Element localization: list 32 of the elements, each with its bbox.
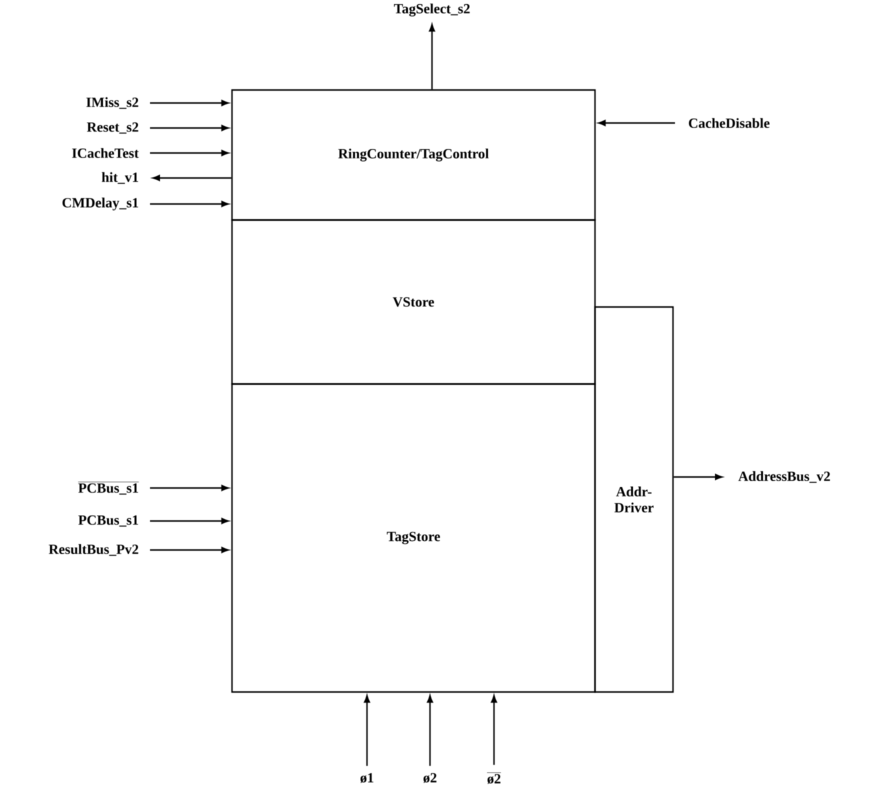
arrow [150, 484, 229, 492]
arrow [674, 474, 723, 480]
arrow [152, 174, 232, 182]
arrow [150, 150, 229, 156]
signal-label: PCBus_s1 [78, 515, 138, 527]
signal-label: Reset_s2 [86, 122, 138, 134]
signal-label: ResultBus_Pv2 [48, 544, 138, 556]
arrow [150, 124, 229, 132]
signal-label: CacheDisable [688, 118, 770, 128]
arrow [364, 695, 370, 766]
signal-label: AddressBus_v2 [738, 471, 830, 483]
signal-label: hit_v1 [102, 172, 138, 184]
arrow [598, 120, 675, 126]
signal-label: ø2 [424, 773, 436, 783]
signal-label: TagSelect_s2 [394, 4, 470, 16]
arrow [150, 546, 229, 554]
arrow [150, 100, 229, 106]
block-box: RingCounter/TagControl [231, 89, 596, 221]
signal-label: ø1 [360, 773, 374, 783]
block-box: Addr-Driver [594, 306, 674, 693]
arrow [428, 24, 436, 90]
signal-label: ICacheTest [72, 148, 139, 158]
block-box: TagStore [231, 383, 596, 693]
signal-label: CMDelay_s1 [62, 198, 138, 210]
block-box: VStore [231, 219, 596, 385]
signal-label: ø2 [486, 772, 502, 784]
signal-label: PCBus_s1 [78, 482, 139, 495]
signal-label: IMiss_s2 [86, 97, 138, 109]
arrow [490, 695, 498, 765]
arrow [426, 695, 434, 766]
arrow [150, 200, 229, 208]
arrow [150, 518, 229, 524]
